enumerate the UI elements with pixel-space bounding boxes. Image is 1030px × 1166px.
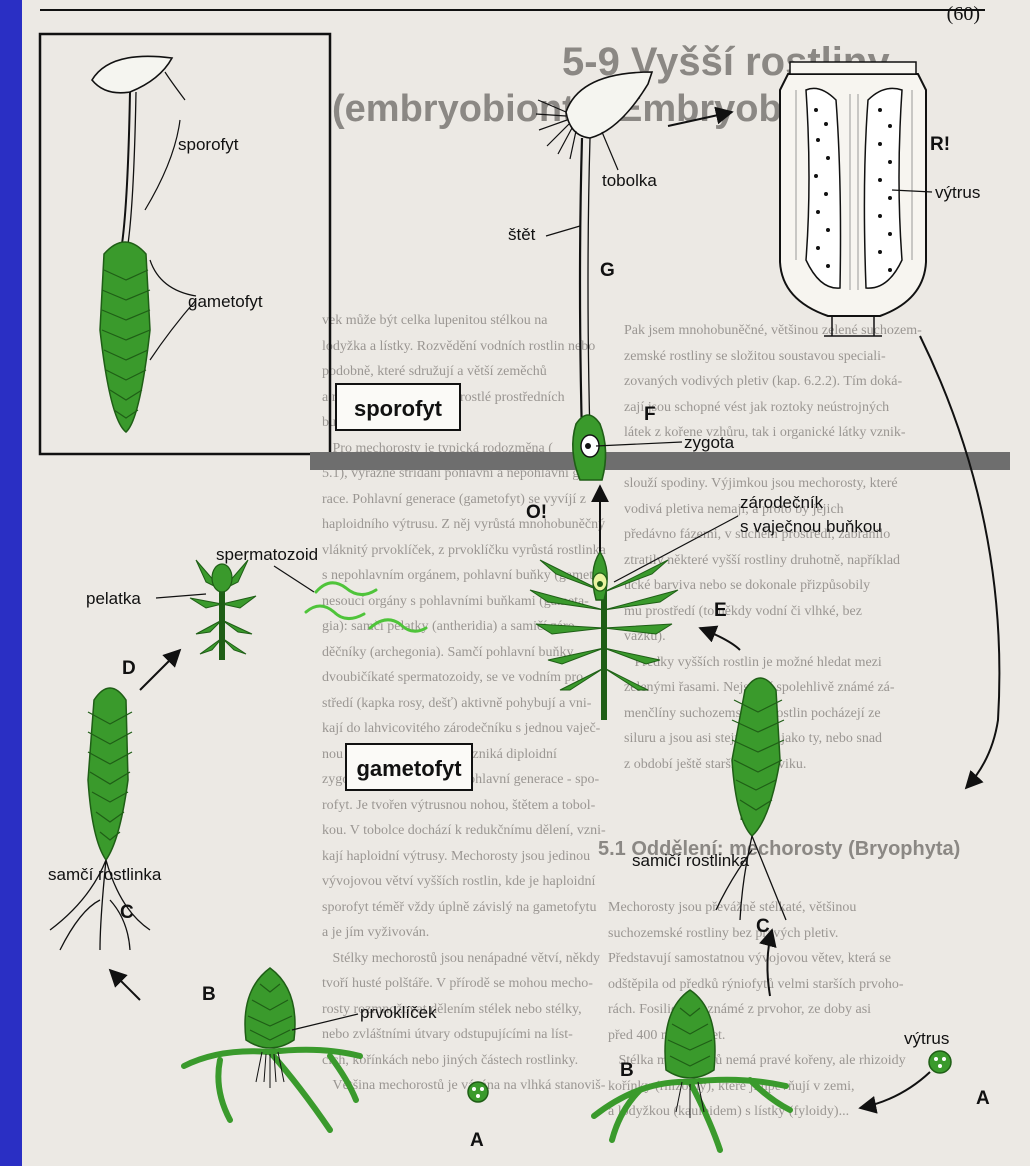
- letter-B1: B: [202, 984, 216, 1005]
- label-zarodecnik-line2: s vaječnou buňkou: [740, 517, 882, 536]
- letter-O: O!: [526, 502, 547, 523]
- left-capsule: [92, 56, 172, 244]
- label-samici-rostlinka: samičí rostlinka: [632, 851, 750, 870]
- capsule-cross-section: [780, 62, 926, 336]
- letter-C2: C: [756, 916, 770, 937]
- female-plant: [716, 678, 786, 920]
- male-plant: [50, 688, 150, 950]
- letter-R: R!: [930, 134, 950, 155]
- label-zygota: zygota: [684, 433, 735, 452]
- letter-C1: C: [120, 902, 134, 923]
- stage-label-gametophyte: gametofyt: [356, 756, 462, 781]
- letter-F: F: [644, 404, 656, 425]
- label-spermatozoid: spermatozoid: [216, 545, 318, 564]
- label-vytrus-bottom: výtrus: [904, 1029, 949, 1048]
- spore-left: [468, 1082, 488, 1102]
- letter-G: G: [600, 260, 615, 281]
- label-samci-rostlinka: samčí rostlinka: [48, 865, 162, 884]
- page-number: (60): [947, 3, 980, 25]
- letter-D: D: [122, 658, 136, 679]
- label-gametofyt: gametofyt: [188, 292, 263, 311]
- letter-A2: A: [976, 1088, 990, 1109]
- stage-label-sporophyte: sporofyt: [354, 396, 443, 421]
- letter-E: E: [714, 600, 727, 621]
- label-pelatka: pelatka: [86, 589, 141, 608]
- label-zarodecnik-line1: zárodečník: [740, 493, 824, 512]
- letter-A1: A: [470, 1130, 484, 1151]
- capsule-tobolka: [536, 72, 652, 436]
- male-shoot-top: [190, 560, 256, 660]
- label-sporofyt: sporofyt: [178, 135, 239, 154]
- label-tobolka: tobolka: [602, 171, 657, 190]
- letter-B2: B: [620, 1060, 634, 1081]
- label-stet: štět: [508, 225, 536, 244]
- spore-right: [929, 1051, 951, 1073]
- moss-life-cycle-diagram: (60) sporofyt gametofyt sporofyt: [22, 0, 1030, 1166]
- zygote-archegonium: [573, 415, 606, 480]
- female-shoot-top: [530, 552, 678, 720]
- spermatozoids: [306, 583, 426, 631]
- label-prvoklicek: prvoklíček: [360, 1003, 437, 1022]
- left-gametophyte: [100, 242, 150, 432]
- sporophyte-figure-frame: [40, 34, 330, 454]
- book-page: 5-9 Vyšší rostliny (embryobionta, Embryo…: [22, 0, 1030, 1166]
- label-vytrus-top: výtrus: [935, 183, 980, 202]
- ploidy-divider: [310, 452, 1010, 470]
